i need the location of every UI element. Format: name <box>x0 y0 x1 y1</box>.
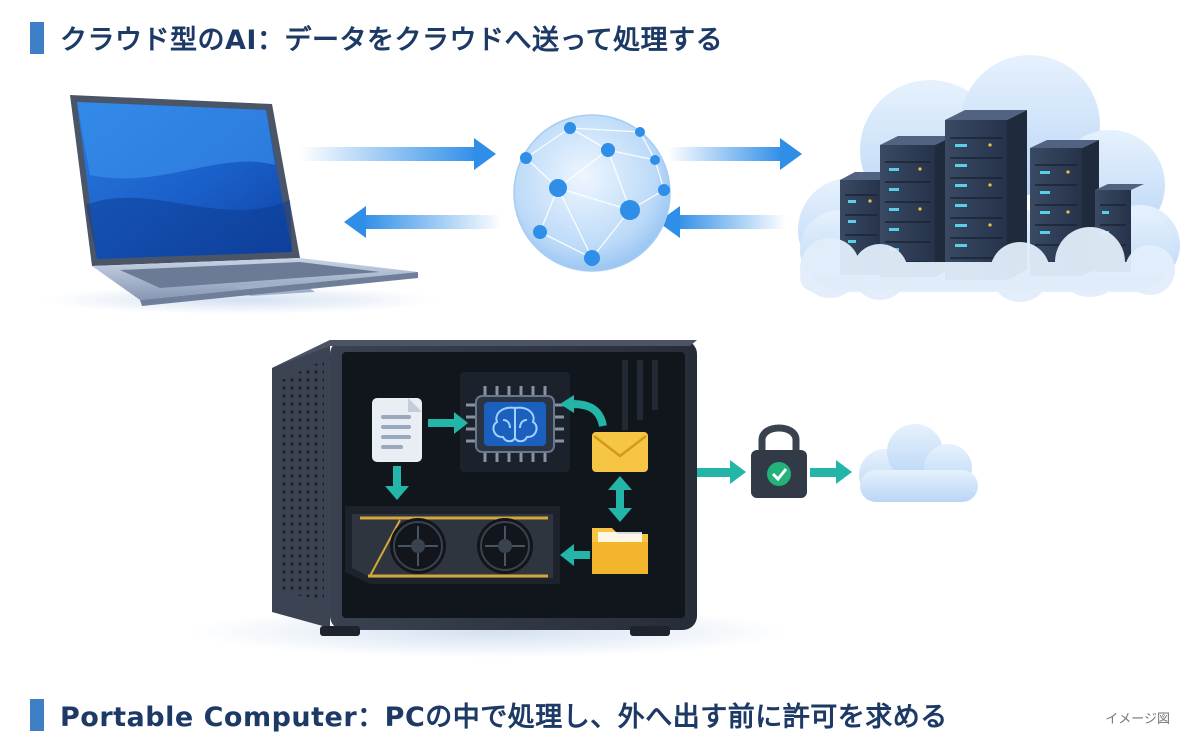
laptop-icon <box>40 95 440 314</box>
padlock-check-icon <box>751 424 807 498</box>
arrow-lock-to-cloud <box>810 460 852 484</box>
folder-icon <box>592 528 648 574</box>
arrow-pc-to-lock <box>697 460 746 484</box>
ai-chip-brain-icon <box>466 386 564 462</box>
pc-case-icon <box>272 340 697 636</box>
heading-accent-bar <box>30 698 44 731</box>
cloud-server-icon <box>798 55 1180 302</box>
heading-portable-text: Portable Computer：PCの中で処理し、外へ出す前に許可を求める <box>60 702 948 733</box>
section-heading-portable: Portable Computer：PCの中で処理し、外へ出す前に許可を求める <box>30 695 948 734</box>
internal-flow-arrows <box>385 395 632 566</box>
arrow-globe-to-laptop <box>344 206 502 238</box>
network-globe-icon <box>513 114 671 272</box>
arrow-cloud-to-globe <box>658 206 786 238</box>
small-cloud-icon <box>859 424 978 502</box>
arrow-globe-to-cloud <box>668 138 802 170</box>
document-icon <box>372 398 422 462</box>
heading-accent-bar <box>30 21 44 54</box>
gpu-card-icon <box>345 506 560 584</box>
heading-cloud-text: クラウド型のAI：データをクラウドへ送って処理する <box>60 25 724 56</box>
image-note-label: イメージ図 <box>1105 712 1170 727</box>
section-heading-cloud: クラウド型のAI：データをクラウドへ送って処理する <box>30 18 723 57</box>
mail-icon <box>592 432 648 472</box>
arrow-laptop-to-globe <box>300 138 496 170</box>
